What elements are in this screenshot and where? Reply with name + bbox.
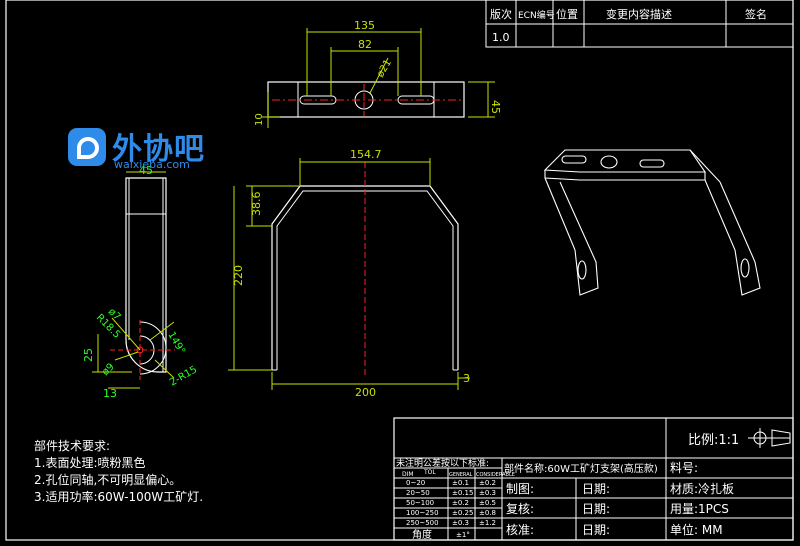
rev-header-position: 位置	[556, 7, 578, 21]
date3-label: 日期:	[582, 523, 610, 537]
dim-front-386: 38.6	[250, 192, 263, 217]
top-view: 135 82 ø21 45 10	[254, 19, 502, 128]
dim-top-45: 45	[489, 100, 502, 114]
unit-label: 单位: MM	[670, 522, 723, 537]
tol-cell: ±0.15	[452, 489, 473, 497]
dim-side-hole9: ø9	[100, 361, 117, 378]
dim-front-3: 3	[463, 372, 470, 385]
tol-header-considerable: CONSIDERABLE	[476, 472, 515, 478]
rev-version-value: 1.0	[492, 31, 510, 44]
qty-label: 用量:1PCS	[670, 502, 729, 516]
scale-label: 比例:1:1	[688, 433, 739, 448]
tol-cell: ±0.8	[479, 509, 496, 517]
tol-cell: 20~50	[406, 489, 430, 497]
dim-side-r15: 2-R15	[168, 364, 199, 388]
front-view: 154.7 38.6 220 200 3	[228, 148, 470, 399]
tol-cell: 0~20	[406, 479, 425, 487]
dim-side-25: 25	[82, 348, 95, 362]
revision-table: 版次 ECN编号 位置 变更内容描述 签名 1.0	[485, 0, 794, 48]
tol-header-dim: DIM	[402, 471, 414, 478]
dim-side-13: 13	[103, 387, 117, 400]
tol-header-tol: TOL	[423, 469, 436, 476]
side-view: 45 R18.5 ø7 149° 2-R15 ø9 25 13	[82, 164, 199, 400]
technical-requirements: 部件技术要求: 1.表面处理:喷粉黑色 2.孔位同轴,不可明显偏心。 3.适用功…	[34, 438, 203, 506]
dim-side-angle: 149°	[165, 330, 187, 356]
dim-top-hole: ø21	[375, 58, 394, 80]
approved-label: 核准:	[506, 523, 534, 537]
watermark-logo-icon	[68, 128, 106, 166]
title-block: 比例:1:1 未注明公差按以下标准: DIM TOL GENERAL CONSI…	[393, 417, 794, 541]
rev-header-change: 变更内容描述	[606, 7, 672, 21]
watermark-title: 外协吧	[112, 132, 205, 167]
drawn-label: 制图:	[506, 482, 534, 496]
date1-label: 日期:	[582, 482, 610, 496]
dim-side-45: 45	[139, 164, 153, 177]
requirements-title: 部件技术要求:	[34, 439, 111, 453]
watermark: 外协吧 waixieba.com	[68, 128, 218, 172]
tol-cell: ±0.2	[452, 499, 469, 507]
dim-front-220: 220	[232, 265, 245, 286]
tol-cell: 50~100	[406, 499, 434, 507]
tolerance-title: 未注明公差按以下标准:	[396, 457, 489, 469]
tol-cell: ±0.3	[452, 519, 469, 527]
requirement-item: 3.适用功率:60W-100W工矿灯.	[34, 490, 204, 504]
watermark-subtitle: waixieba.com	[114, 158, 190, 171]
date2-label: 日期:	[582, 502, 610, 516]
angle-value: ±1°	[456, 531, 470, 539]
isometric-view	[543, 149, 761, 296]
dim-front-200: 200	[355, 386, 376, 399]
requirement-item: 1.表面处理:喷粉黑色	[34, 456, 146, 470]
rev-header-sign: 签名	[745, 7, 767, 21]
checked-label: 复核:	[506, 502, 534, 516]
dim-front-1547: 154.7	[350, 148, 382, 161]
part-name: 部件名称:60W工矿灯支架(高压款)	[504, 462, 658, 475]
dim-top-82: 82	[358, 38, 372, 51]
tol-cell: ±0.3	[479, 489, 496, 497]
tol-cell: 100~250	[406, 509, 439, 517]
tol-cell: 250~500	[406, 519, 439, 527]
part-no: 料号:	[670, 461, 698, 475]
tol-header-general: GENERAL	[449, 472, 473, 478]
dim-top-135: 135	[354, 19, 375, 32]
dim-top-10: 10	[254, 113, 265, 126]
tol-cell: ±0.5	[479, 499, 496, 507]
tol-cell: ±1.2	[479, 519, 496, 527]
angle-label: 角度	[412, 528, 432, 541]
material-label: 材质:冷扎板	[670, 482, 734, 496]
requirement-item: 2.孔位同轴,不可明显偏心。	[34, 473, 182, 487]
tol-cell: ±0.1	[452, 479, 469, 487]
rev-header-ecn: ECN编号	[518, 9, 555, 21]
tol-cell: ±0.2	[479, 479, 496, 487]
rev-header-version: 版次	[490, 7, 512, 21]
tol-cell: ±0.25	[452, 509, 473, 517]
